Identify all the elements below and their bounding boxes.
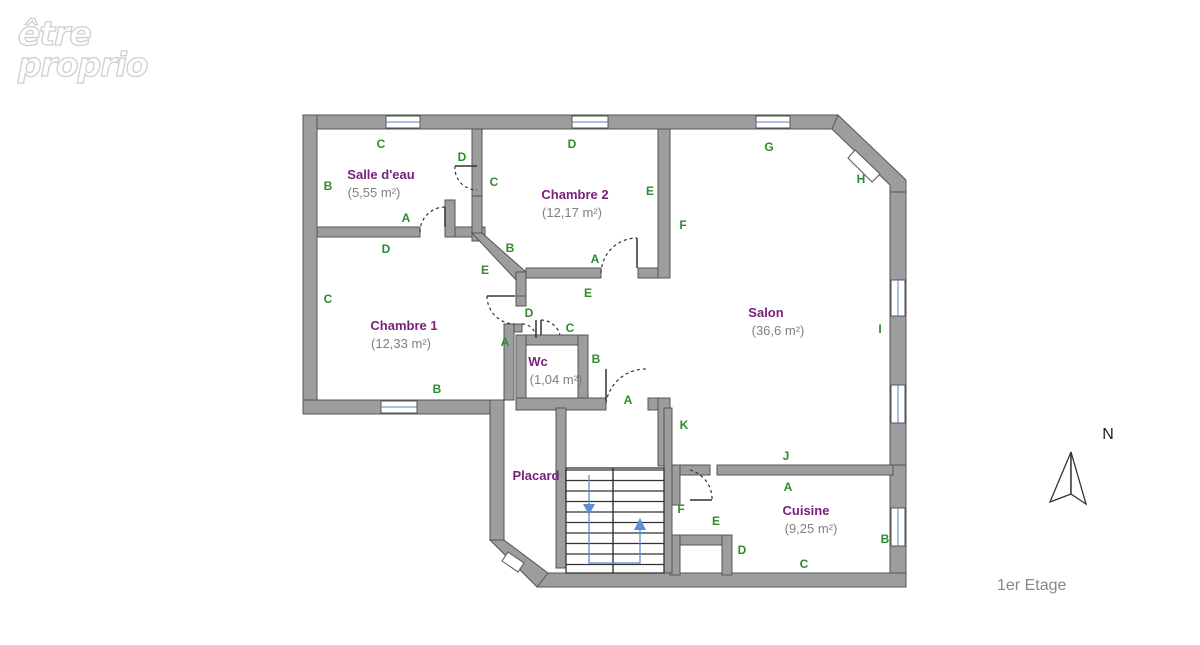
wall-letter: F (679, 218, 686, 232)
wall-segment (471, 128, 483, 200)
logo-line-1: être (17, 14, 92, 53)
wall-letter: A (624, 393, 633, 407)
wall-segment (577, 334, 589, 408)
room-salon-area: (36,6 m²) (752, 323, 805, 338)
wall-letter: A (784, 480, 793, 494)
wall-segment (513, 323, 523, 333)
wall-letter: C (800, 557, 809, 571)
logo-line-2: proprio (17, 45, 149, 84)
wall-segment (657, 128, 671, 279)
wall-segment (716, 464, 894, 476)
door-swing (419, 206, 446, 233)
stairs-path (588, 475, 641, 564)
door-swing (486, 295, 516, 325)
wall-letter: H (857, 172, 866, 186)
wall-letter: E (584, 286, 592, 300)
wall-segment (721, 534, 733, 576)
wall-letter: C (324, 292, 333, 306)
wall-segment (515, 334, 527, 408)
wall-letter: E (481, 263, 489, 277)
wall-segment (515, 271, 527, 297)
stairs-up-arrow-icon (634, 518, 646, 530)
door-swing (600, 237, 638, 274)
wall-letter: A (402, 211, 411, 225)
room-chambre-2-area: (12,17 m²) (542, 205, 602, 220)
openings (380, 115, 906, 573)
wall-letter: B (506, 241, 515, 255)
wall-segment (316, 226, 421, 238)
room-chambre-1-area: (12,33 m²) (371, 336, 431, 351)
wall-segment (503, 323, 515, 401)
wall-letter: E (712, 514, 720, 528)
walls (302, 114, 907, 588)
window (501, 551, 525, 573)
room-wc-area: (1,04 m²) (530, 372, 583, 387)
wall-segment (555, 407, 567, 569)
wall-segment (831, 114, 907, 193)
north-arrow-icon (1048, 451, 1088, 506)
wall-letter: D (382, 242, 391, 256)
wall-segment (515, 334, 589, 346)
room-salle-deau-name: Salle d'eau (347, 167, 414, 182)
wall-segment (302, 114, 318, 415)
wall-letter: K (680, 418, 689, 432)
wall-segment (663, 407, 673, 574)
wall-letter: B (592, 352, 601, 366)
wall-letter: D (568, 137, 577, 151)
door-swing (540, 319, 561, 336)
stair-frame (565, 467, 665, 574)
wall-segment (515, 295, 527, 307)
room-salon-name: Salon (748, 305, 783, 320)
wall-letter: C (566, 321, 575, 335)
wall-letter: G (764, 140, 773, 154)
room-placard-name: Placard (513, 468, 560, 483)
wall-letter: C (377, 137, 386, 151)
wall-letter: F (677, 502, 684, 516)
room-cuisine-name: Cuisine (783, 503, 830, 518)
wall-letter: J (783, 449, 790, 463)
room-chambre-1-name: Chambre 1 (370, 318, 437, 333)
wall-letter: D (458, 150, 467, 164)
room-chambre-2-name: Chambre 2 (541, 187, 608, 202)
room-wc-name: Wc (528, 354, 548, 369)
wall-letter: D (525, 306, 534, 320)
wall-letter: A (591, 252, 600, 266)
wall-letter: A (501, 335, 510, 349)
stairs-down-arrow-icon (583, 504, 595, 515)
wall-segment (525, 267, 602, 279)
wall-letter: B (324, 179, 333, 193)
wall-segment (444, 199, 456, 238)
wall-letter: C (490, 175, 499, 189)
wall-letter: I (878, 322, 881, 336)
door-swing (689, 469, 713, 501)
wall-segment (471, 195, 483, 242)
window (847, 149, 881, 183)
wall-letter: E (646, 184, 654, 198)
wall-segment (489, 399, 505, 541)
wall-letter: B (433, 382, 442, 396)
door-swing (605, 368, 647, 404)
etre-proprio-logo: être proprio (17, 14, 168, 90)
door-swing (454, 165, 478, 191)
staircase (565, 467, 665, 574)
room-salle-deau-area: (5,55 m²) (348, 185, 401, 200)
room-cuisine-area: (9,25 m²) (785, 521, 838, 536)
floor-label: 1er Etage (997, 577, 1067, 594)
wall-letter: B (881, 532, 890, 546)
wall-letter: D (738, 543, 747, 557)
north-label: N (1102, 426, 1114, 443)
